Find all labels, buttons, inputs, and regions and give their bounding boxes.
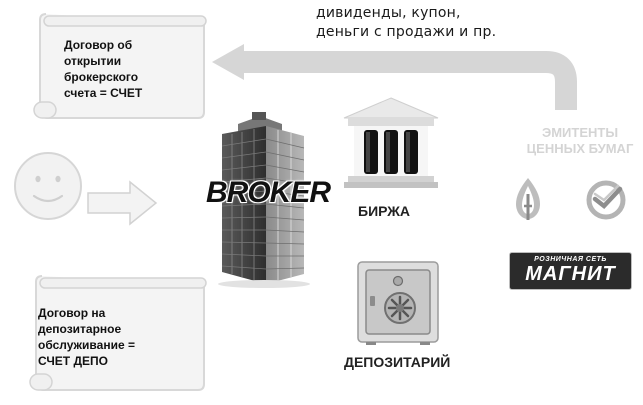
sberbank-logo-icon xyxy=(586,180,626,220)
magnit-logo-name: МАГНИТ xyxy=(525,263,616,285)
depository-safe-icon xyxy=(357,261,439,345)
investor-face-icon xyxy=(14,152,82,220)
exchange-label: БИРЖА xyxy=(358,203,411,219)
issuers-title: ЭМИТЕНТЫ ЦЕННЫХ БУМАГ xyxy=(526,125,634,156)
depository-contract-scroll xyxy=(29,275,207,391)
brokerage-contract-scroll xyxy=(33,13,207,119)
gazprom-logo-icon xyxy=(516,178,540,220)
brokerage-contract-text: Договор об открытии брокерского счета = … xyxy=(64,38,143,100)
income-flow-label: дивиденды, купон, деньги с продажи и пр. xyxy=(316,5,497,40)
magnit-logo-subtitle: РОЗНИЧНАЯ СЕТЬ xyxy=(534,256,607,263)
broker-label: BROKER xyxy=(206,176,331,209)
magnit-logo: РОЗНИЧНАЯ СЕТЬ МАГНИТ xyxy=(509,252,632,290)
depository-contract-text: Договор на депозитарное обслуживание = С… xyxy=(38,306,135,368)
exchange-building-icon xyxy=(343,97,439,188)
broker-building-icon xyxy=(218,112,310,288)
depository-label: ДЕПОЗИТАРИЙ xyxy=(344,354,451,370)
investor-to-broker-arrow xyxy=(87,180,158,226)
